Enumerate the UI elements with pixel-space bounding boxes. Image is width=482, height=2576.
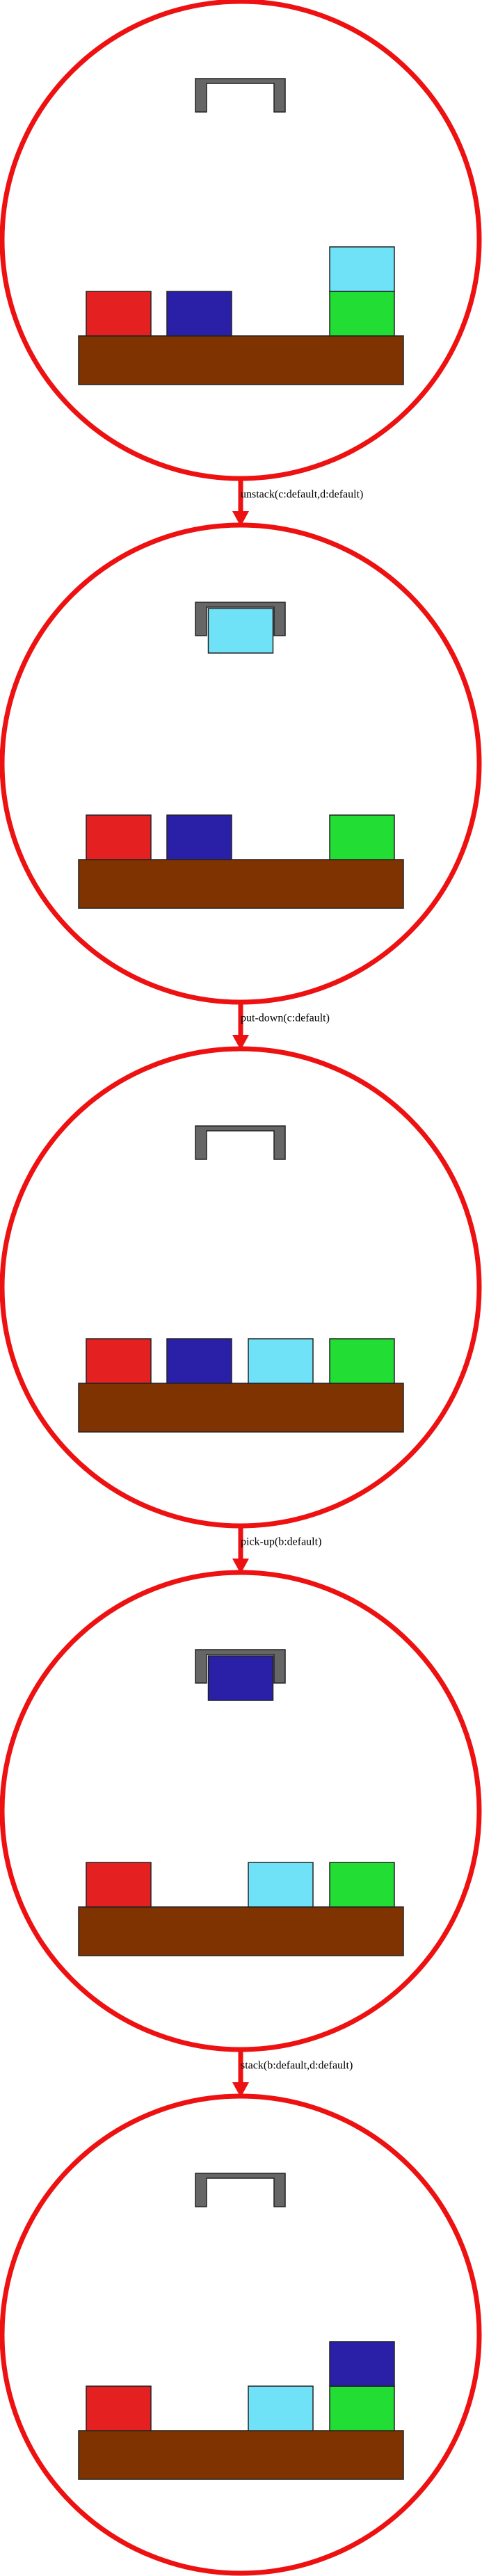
state-frame-circle	[0, 0, 482, 481]
state-3	[0, 1046, 482, 1529]
table	[78, 1383, 404, 1433]
transition-arrowhead-icon	[232, 1559, 249, 1574]
state-frame-circle	[0, 522, 482, 1005]
table	[78, 859, 404, 909]
state-frame-circle	[0, 1046, 482, 1529]
block-blue	[166, 291, 232, 337]
gripper-icon	[195, 78, 286, 113]
action-label: put-down(c:default)	[241, 1013, 330, 1024]
state-frame-circle	[0, 1570, 482, 2052]
block-blue	[166, 814, 232, 860]
state-1	[0, 0, 482, 481]
state-2	[0, 522, 482, 1005]
gripper-icon	[195, 1125, 286, 1160]
block-red	[86, 291, 152, 337]
table	[78, 335, 404, 385]
state-4	[0, 1570, 482, 2052]
block-cyan	[248, 1338, 314, 1384]
block-green	[329, 1862, 395, 1908]
block-blue	[329, 2341, 395, 2387]
block-cyan	[248, 2385, 314, 2431]
held-block-blue	[207, 1655, 274, 1701]
transition-arrowhead-icon	[232, 2082, 249, 2098]
state-5	[0, 2093, 482, 2576]
block-green	[329, 1338, 395, 1384]
gripper-icon	[195, 602, 286, 636]
transition-1: unstack(c:default,d:default)	[232, 478, 363, 526]
block-green	[329, 814, 395, 860]
action-label: stack(b:default,d:default)	[241, 2060, 353, 2072]
block-red	[86, 814, 152, 860]
block-cyan	[248, 1862, 314, 1908]
held-block-cyan	[207, 608, 274, 654]
transition-4: stack(b:default,d:default)	[232, 2050, 353, 2098]
transition-arrowhead-icon	[232, 511, 249, 526]
action-label: unstack(c:default,d:default)	[241, 489, 363, 501]
table	[78, 2430, 404, 2480]
block-green	[329, 291, 395, 337]
block-red	[86, 1862, 152, 1908]
block-blue	[166, 1338, 232, 1384]
block-green	[329, 2385, 395, 2431]
block-red	[86, 2385, 152, 2431]
transition-arrowhead-icon	[232, 1035, 249, 1050]
table	[78, 1906, 404, 1956]
block-cyan	[329, 246, 395, 292]
gripper-icon	[195, 1649, 286, 1684]
state-frame-circle	[0, 2093, 482, 2576]
gripper-icon	[195, 2173, 286, 2207]
action-label: pick-up(b:default)	[241, 1536, 321, 1548]
transition-2: put-down(c:default)	[232, 1002, 330, 1050]
transition-3: pick-up(b:default)	[232, 1526, 321, 1574]
block-red	[86, 1338, 152, 1384]
